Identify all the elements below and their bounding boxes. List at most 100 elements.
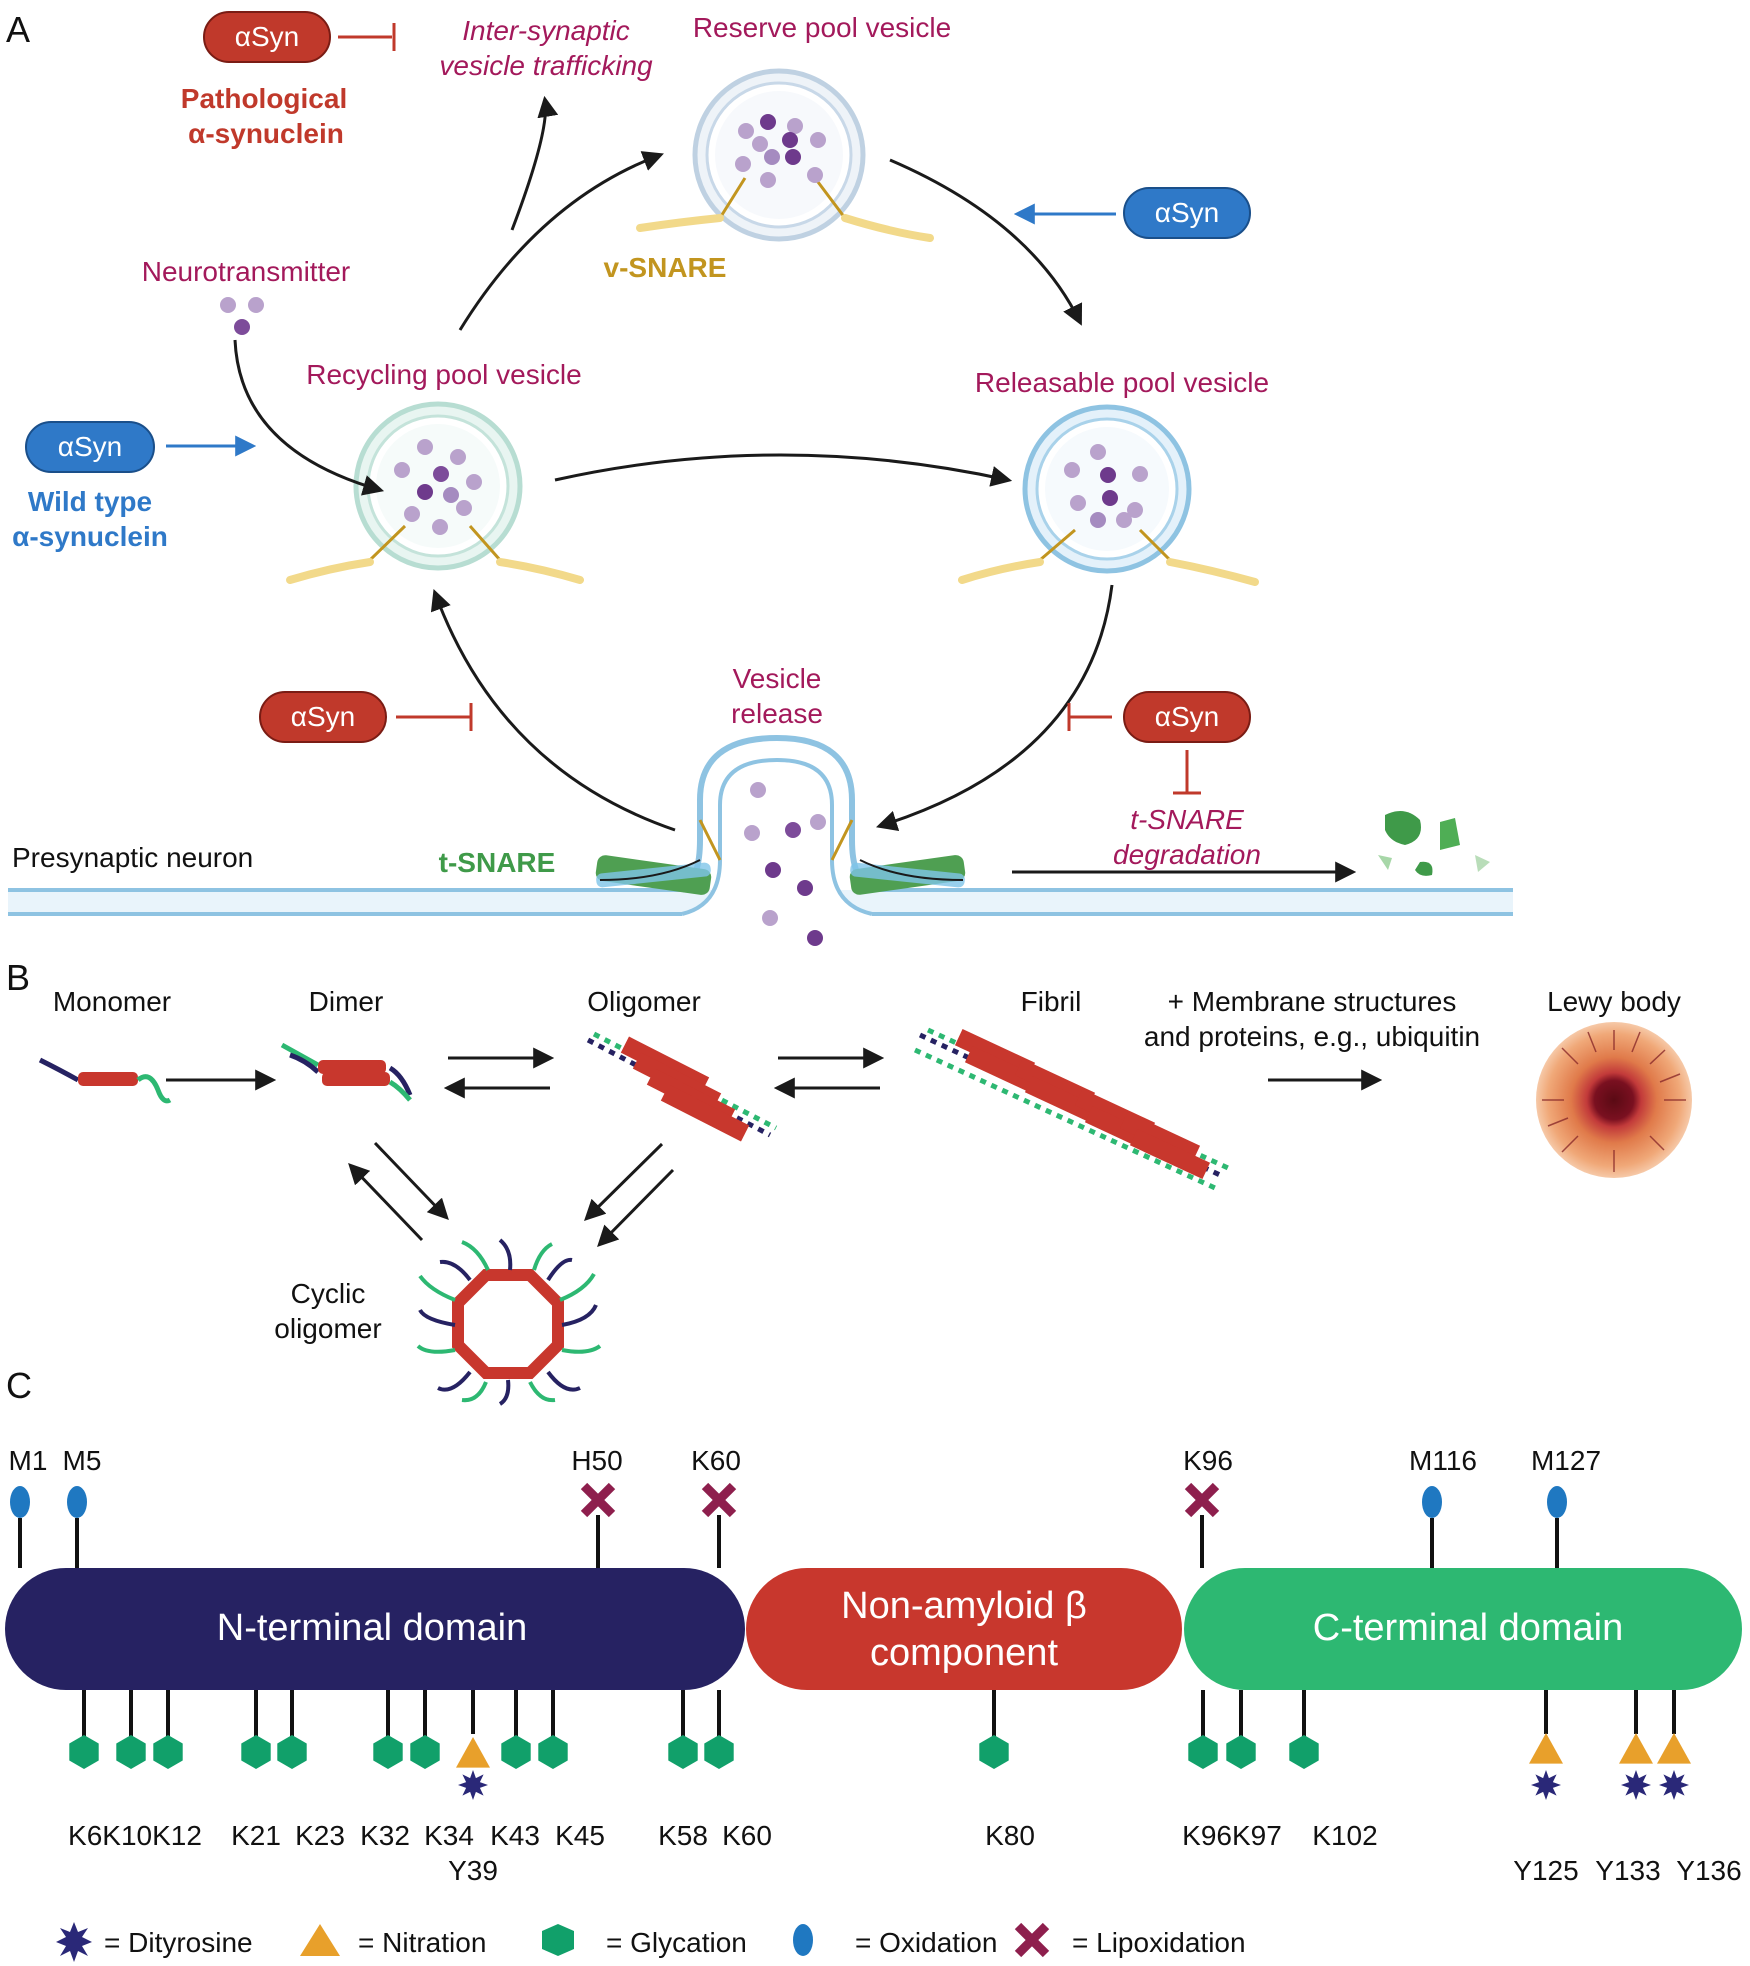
glycation-marker [277,1735,307,1769]
site-y125: Y125 [1513,1855,1578,1886]
dityrosine-marker [1659,1770,1689,1800]
recycling-dots [394,439,482,535]
site-k96-top: K96 [1183,1445,1233,1476]
dimer-label: Dimer [309,986,384,1017]
nitration-marker [456,1737,490,1768]
oxidation-marker [10,1486,30,1518]
t-snare-degradation-1: t-SNARE [1130,804,1244,835]
fusing-vesicle [595,734,966,916]
cyclic-oligomer-shape [416,1238,602,1406]
dityrosine-legend-icon [56,1922,92,1962]
pathological-asyn-pill: αSyn [203,11,331,63]
panel-c-letter: C [6,1365,32,1406]
site-k34: K34 [424,1820,474,1851]
glycation-marker [1289,1735,1319,1769]
t-snare-label: t-SNARE [439,847,556,878]
glycation-marker [241,1735,271,1769]
glycation-marker [373,1735,403,1769]
site-k60-bottom: K60 [722,1820,772,1851]
site-y136: Y136 [1676,1855,1741,1886]
reserve-pool-label: Reserve pool vesicle [693,12,951,43]
glycation-marker [1226,1735,1256,1769]
c-terminal-domain: C-terminal domain [1184,1568,1742,1690]
svg-text:C-terminal domain: C-terminal domain [1313,1607,1623,1649]
releasable-pool-label: Releasable pool vesicle [975,367,1269,398]
glycation-marker [153,1735,183,1769]
releasable-pool-vesicle [958,404,1259,586]
releasable-dots [1064,444,1148,528]
site-k102: K102 [1312,1820,1377,1851]
oxidation-marker [1422,1486,1442,1518]
ptm-markers [10,1482,1691,1800]
oxidation-legend-icon [793,1924,813,1956]
site-k60-top: K60 [691,1445,741,1476]
svg-text:αSyn: αSyn [58,431,122,462]
lipoxidation-marker [701,1482,737,1518]
presynaptic-label: Presynaptic neuron [12,842,253,873]
cyclic-label-2: oligomer [274,1313,381,1344]
glycation-marker [668,1735,698,1769]
site-k23: K23 [295,1820,345,1851]
glycation-marker [410,1735,440,1769]
released-dots [744,782,826,946]
site-k45: K45 [555,1820,605,1851]
right-wildtype-asyn-pill: αSyn [1123,187,1251,239]
oligomer-label: Oligomer [587,986,701,1017]
glycation-marker [69,1735,99,1769]
membrane-label-2: and proteins, e.g., ubiquitin [1144,1021,1480,1052]
site-k21: K21 [231,1820,281,1851]
lipoxidation-legend-icon [1014,1922,1050,1958]
svg-text:N-terminal domain: N-terminal domain [217,1607,527,1649]
nitration-marker [1529,1733,1563,1764]
fibril-label: Fibril [1021,986,1082,1017]
cycle-arrows [233,95,1357,883]
degraded-t-snare-fragments [1378,811,1490,876]
svg-text:αSyn: αSyn [1155,197,1219,228]
n-terminal-domain: N-terminal domain [5,1568,745,1690]
site-m5: M5 [63,1445,102,1476]
vesicle-release-1: Vesicle [733,663,822,694]
svg-text:αSyn: αSyn [1155,701,1219,732]
site-k80: K80 [985,1820,1035,1851]
site-h50: H50 [571,1445,622,1476]
recycling-pool-label: Recycling pool vesicle [306,359,581,390]
site-y133: Y133 [1595,1855,1660,1886]
inter-synaptic-1: Inter-synaptic [462,15,630,46]
dityrosine-marker [1531,1770,1561,1800]
cyclic-label-1: Cyclic [291,1278,366,1309]
svg-text:αSyn: αSyn [291,701,355,732]
cyclic-arrows [348,1141,675,1247]
lewy-body-label: Lewy body [1547,986,1681,1017]
site-k32: K32 [360,1820,410,1851]
site-m116: M116 [1409,1445,1477,1476]
site-k43: K43 [490,1820,540,1851]
oxidation-marker [1547,1486,1567,1518]
legend: = Dityrosine = Nitration = Glycation = O… [56,1922,1246,1962]
neurotransmitter-dots [220,297,264,335]
svg-text:component: component [870,1632,1058,1674]
glycation-marker [538,1735,568,1769]
reserve-dots [735,114,826,188]
glycation-marker [116,1735,146,1769]
monomer-label: Monomer [53,986,171,1017]
glycation-marker [1188,1735,1218,1769]
v-snare-label: v-SNARE [604,252,727,283]
oligomer-fibril-arrows [773,1047,885,1099]
glycation-marker [979,1735,1009,1769]
nac-domain: Non-amyloid β component [746,1568,1182,1690]
oxidation-marker [67,1486,87,1518]
membrane-label-1: + Membrane structures [1168,986,1457,1017]
legend-glycation: = Glycation [606,1927,747,1958]
nitration-marker [1619,1733,1653,1764]
recycling-pool-vesicle [286,401,584,584]
left-inhibit-asyn-pill: αSyn [259,691,387,743]
svg-text:αSyn: αSyn [235,21,299,52]
site-k96-k97: K96K97 [1182,1820,1282,1851]
t-snare-degradation-2: degradation [1113,839,1261,870]
site-y39: Y39 [448,1855,498,1886]
dimer-shape [280,1042,413,1102]
site-k6-k10-k12: K6K10K12 [68,1820,202,1851]
legend-dityrosine: = Dityrosine [104,1927,253,1958]
reserve-pool-vesicle [636,68,934,242]
legend-oxidation: = Oxidation [855,1927,997,1958]
